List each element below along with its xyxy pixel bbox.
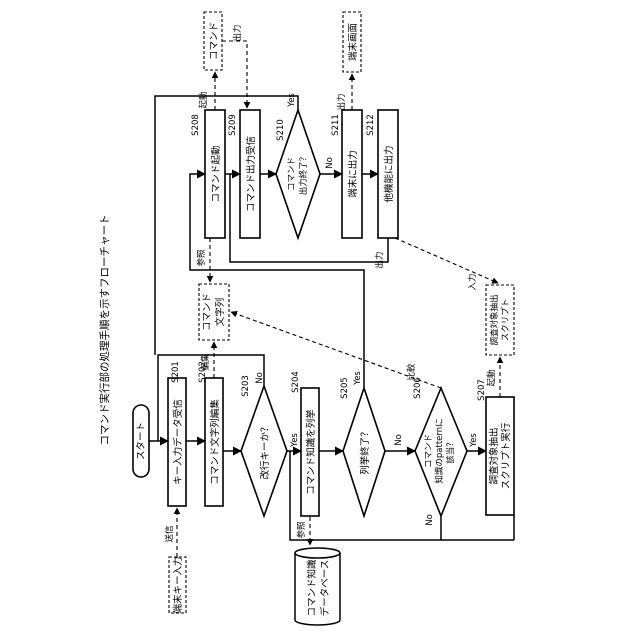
launch-cmd-label: 起動 [198,91,209,108]
step-s211: 端末に出力 [342,110,362,238]
svg-text:調査対象抽出: 調査対象抽出 [489,294,500,345]
s210-yes-label: Yes [287,93,297,108]
svg-text:コマンド: コマンド [287,157,297,191]
step-id-s209: S209 [228,114,238,136]
svg-text:端末に出力: 端末に出力 [347,150,359,198]
svg-text:コマンド: コマンド [209,22,220,60]
svg-text:コマンド文字列編集: コマンド文字列編集 [209,399,221,485]
cmd-output-arrow [222,41,247,108]
step-id-s207: S207 [477,379,487,401]
step-id-s205: S205 [340,377,350,399]
svg-text:コマンド: コマンド [202,293,213,331]
step-s212: 他機能に出力 [378,110,398,238]
svg-text:該当？: 該当？ [445,438,456,464]
svg-text:コマンド起動: コマンド起動 [211,145,222,202]
svg-text:コマンド出力受信: コマンド出力受信 [245,136,257,212]
svg-text:調査対象抽出: 調査対象抽出 [488,427,500,484]
svg-text:スクリプト: スクリプト [501,299,511,342]
svg-text:出力終了？: 出力終了？ [298,153,309,196]
other-output-label: 出力 [374,251,385,268]
terminal-key-input-node: 端末キー入力 [169,556,186,613]
s203-yes-label: Yes [290,433,300,448]
chart-title: コマンド実行部の処理手順を示すフローチャート [98,215,111,446]
launch-script-label: 起動 [486,369,497,386]
s210-no-label: No [325,157,335,169]
svg-text:キー入力データ受信: キー入力データ受信 [172,399,184,485]
step-s205-decision: 列挙終了？ [343,388,385,516]
step-id-s211: S211 [331,114,341,136]
step-s207: 調査対象抽出 スクリプト実行 [486,397,514,515]
svg-text:端末画面: 端末画面 [347,23,359,61]
svg-text:端末キー入力: 端末キー入力 [172,556,184,613]
step-s208: コマンド起動 [205,110,225,238]
script-input-label: 入力 [467,273,478,290]
terminal-output-label: 出力 [336,93,347,110]
step-s204: コマンド知識を列挙 [301,388,319,516]
svg-text:データベース: データベース [319,560,331,617]
step-s201: キー入力データ受信 [168,378,186,506]
svg-text:コマンド: コマンド [424,434,434,468]
step-s209: コマンド出力受信 [240,110,260,238]
svg-text:スタート: スタート [136,422,147,460]
other-output-arrow [395,238,498,283]
step-s203-decision: 改行キーか？ [241,386,287,516]
command-node: コマンド [204,12,222,70]
step-id-s201: S201 [171,361,181,383]
step-s206-decision: コマンド 知識のpatternに 該当？ [415,388,467,516]
send-label: 送信 [164,525,175,543]
knowledge-database: コマンド知識 データベース [295,548,340,625]
extract-script-node: 調査対象抽出 スクリプト [486,285,514,355]
compare-label: 比較 [406,363,417,381]
svg-text:知識のpatternに: 知識のpatternに [434,418,445,483]
step-id-s210: S210 [276,119,286,141]
svg-text:コマンド知識を列挙: コマンド知識を列挙 [305,409,317,495]
step-id-s208: S208 [191,114,201,136]
svg-text:文字列: 文字列 [214,298,226,327]
s205-yes-label: Yes [353,371,363,386]
edit-label: 編集 [200,353,211,371]
s206-no-label: No [425,514,435,526]
cmd-refer-label: 参照 [196,249,207,267]
svg-text:列挙終了？: 列挙終了？ [359,427,371,475]
svg-text:他機能に出力: 他機能に出力 [383,145,395,202]
step-s202: コマンド文字列編集 [205,378,223,506]
s205-no-label: No [394,434,404,446]
step-id-s203: S203 [241,375,251,397]
step-id-s204: S204 [291,371,301,393]
s203-no-label: No [255,372,265,384]
terminal-screen-node: 端末画面 [343,12,361,72]
svg-text:スクリプト実行: スクリプト実行 [500,422,512,489]
cmd-output-label: 出力 [232,24,243,41]
svg-text:改行キーか？: 改行キーか？ [259,422,271,479]
s206-yes-label: Yes [469,433,479,448]
command-string-node: コマンド 文字列 [199,284,229,340]
step-id-s212: S212 [366,114,376,136]
db-refer-label: 参照 [296,521,307,539]
start-terminator: スタート [133,405,149,477]
svg-text:コマンド知識: コマンド知識 [306,559,318,617]
